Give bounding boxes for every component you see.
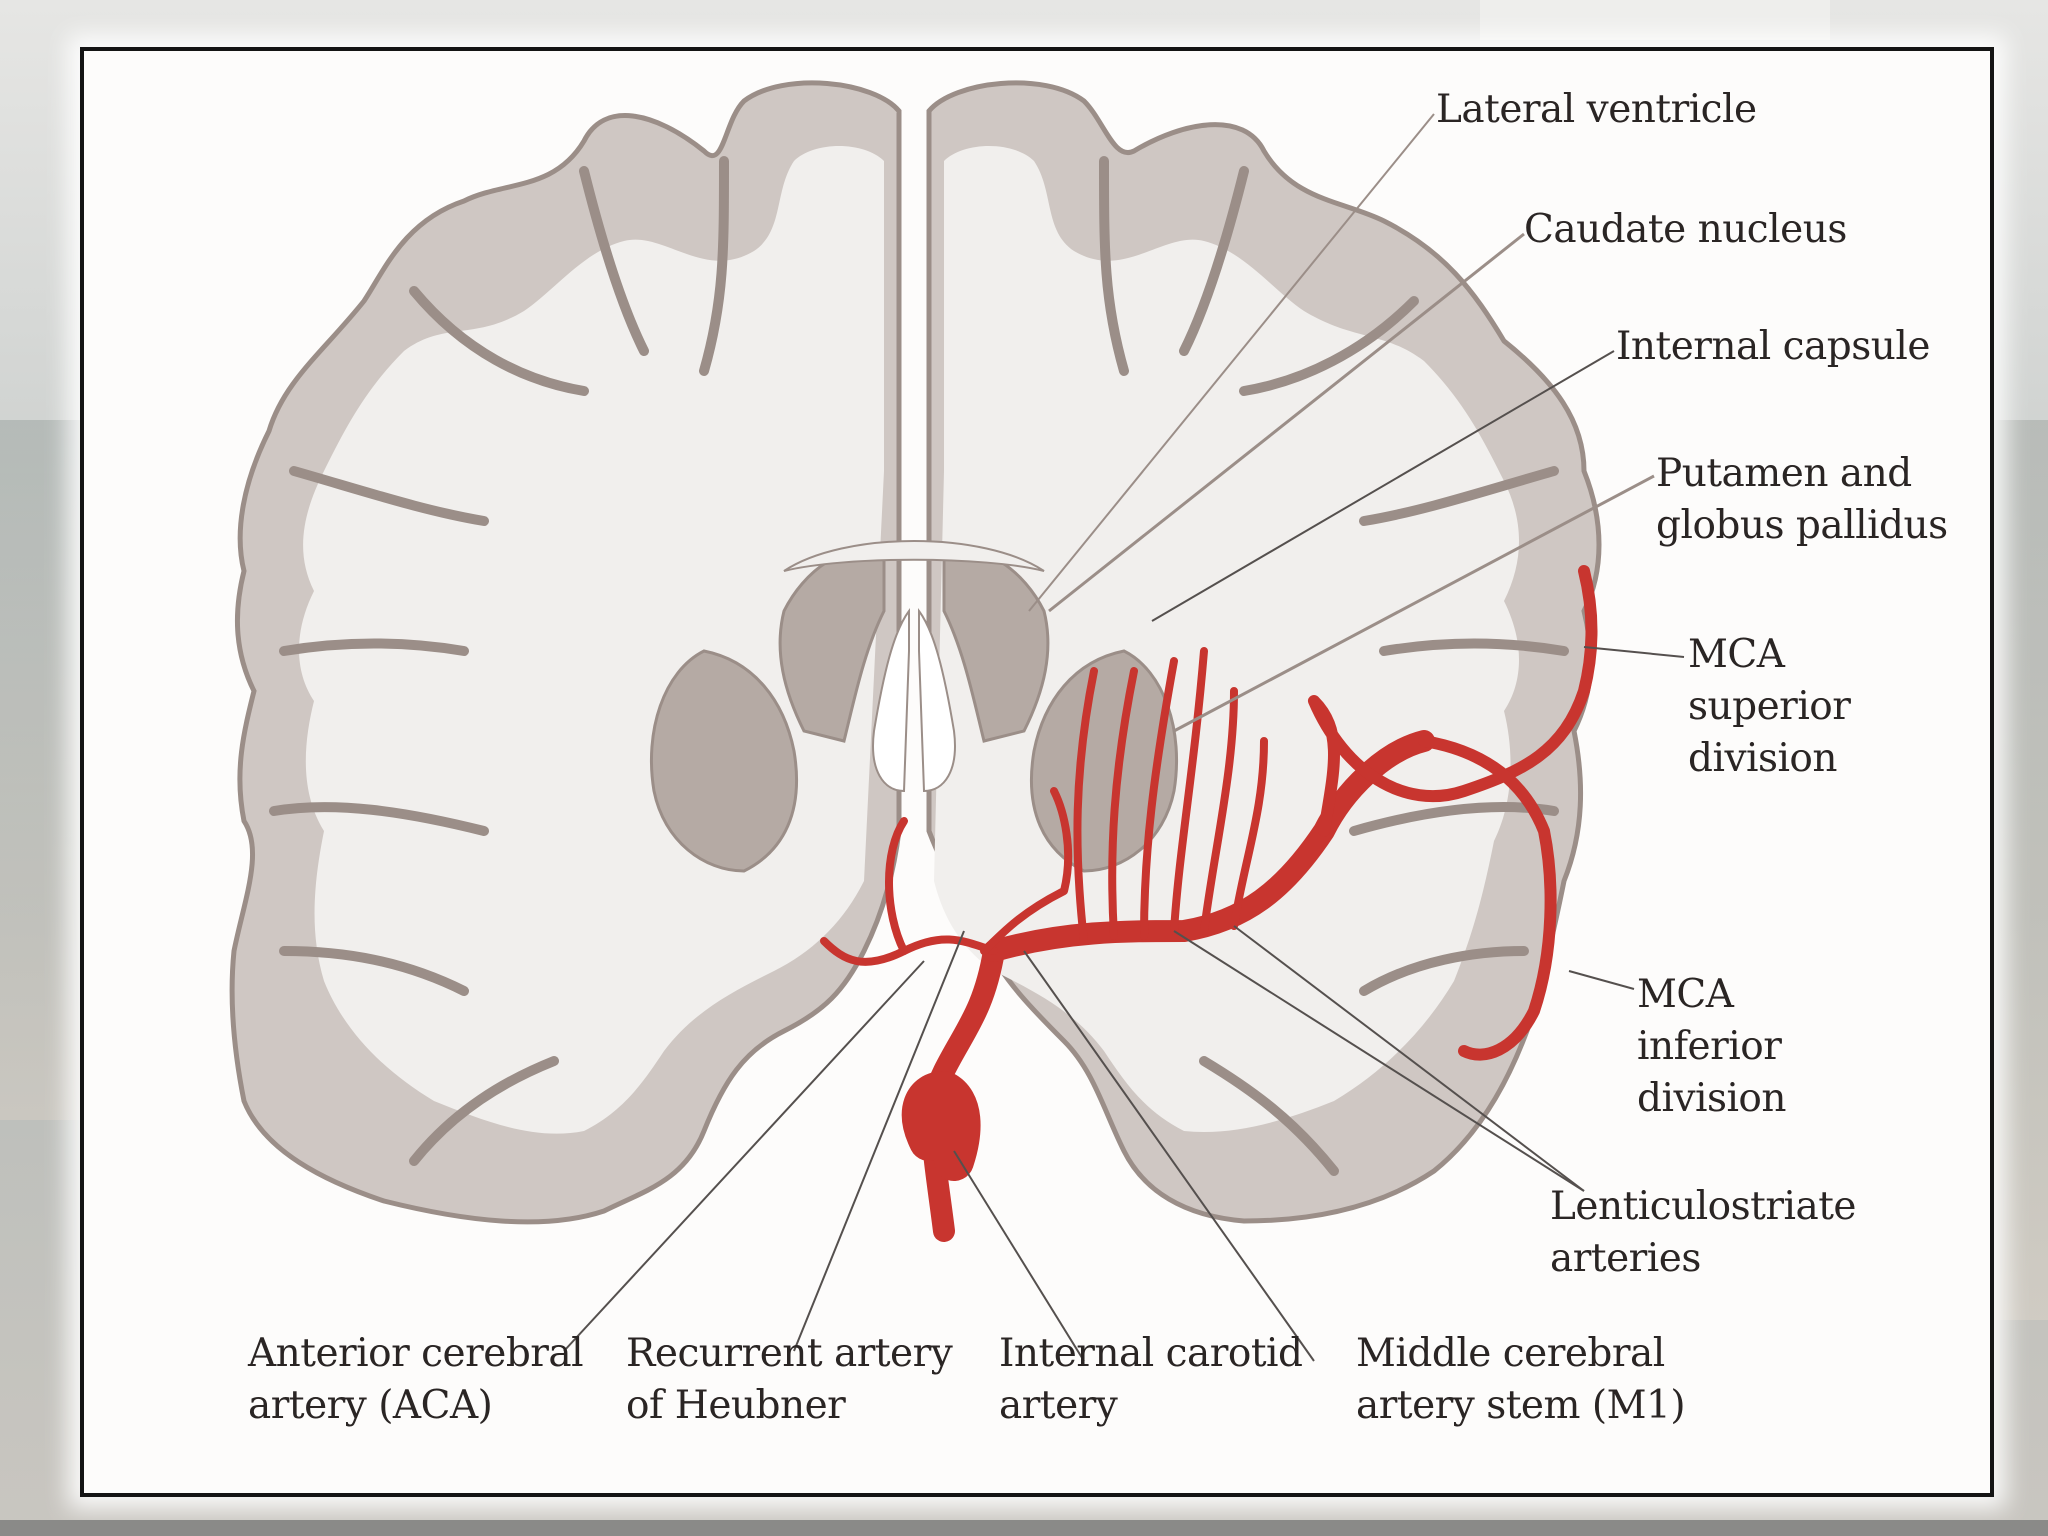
sulcus bbox=[1199, 1056, 1339, 1176]
background-decoration bbox=[1480, 0, 1830, 40]
corpus-callosum bbox=[783, 540, 1045, 572]
lenticulostriate-artery bbox=[1170, 647, 1208, 935]
sulcus bbox=[1179, 166, 1249, 356]
background-decoration bbox=[0, 420, 80, 1120]
lenticulostriate-artery bbox=[1200, 687, 1238, 935]
lenticulostriate-artery bbox=[1073, 667, 1098, 945]
label-middle-cerebral-artery-stem: Middle cerebral artery stem (M1) bbox=[1356, 1331, 1686, 1428]
label-lateral-ventricle: Lateral ventricle bbox=[1436, 87, 1757, 132]
leader-aca bbox=[563, 960, 925, 1352]
label-lenticulostriate-arteries: Lenticulostriate arteries bbox=[1550, 1184, 1856, 1281]
label-anterior-cerebral-artery: Anterior cerebral artery (ACA) bbox=[248, 1331, 584, 1428]
leader-internal-capsule bbox=[1151, 350, 1615, 622]
leader-lateral-ventricle bbox=[1028, 113, 1435, 612]
right-lateral-ventricle bbox=[918, 607, 956, 793]
middle-cerebral-artery-stem bbox=[983, 730, 1435, 962]
aca-branch bbox=[885, 817, 908, 955]
leader-lenticulostriate-b bbox=[1233, 925, 1585, 1192]
leader-m1 bbox=[1023, 950, 1315, 1362]
left-lateral-ventricle bbox=[872, 607, 910, 793]
leader-heubner bbox=[793, 930, 965, 1352]
label-internal-capsule: Internal capsule bbox=[1616, 324, 1930, 369]
label-caudate-nucleus: Caudate nucleus bbox=[1524, 207, 1847, 252]
sulcus bbox=[1239, 296, 1419, 396]
label-internal-carotid-artery: Internal carotid artery bbox=[999, 1331, 1303, 1428]
sulcus bbox=[409, 1056, 559, 1166]
right-putamen bbox=[1029, 649, 1179, 873]
label-mca-superior-division: MCA superior division bbox=[1688, 632, 1851, 781]
leader-lenticulostriate-a bbox=[1173, 930, 1585, 1192]
sulcus bbox=[279, 638, 469, 656]
sulcus bbox=[409, 286, 589, 396]
mca-superior-division bbox=[1308, 565, 1598, 837]
sulcus bbox=[579, 166, 649, 356]
sulcus bbox=[1359, 466, 1559, 526]
left-putamen bbox=[649, 649, 799, 873]
label-recurrent-artery-of-heubner: Recurrent artery of Heubner bbox=[626, 1331, 953, 1428]
leader-ica bbox=[953, 1150, 1085, 1362]
sulcus bbox=[1359, 946, 1529, 996]
background-decoration bbox=[1990, 420, 2048, 1320]
sulcus bbox=[279, 946, 469, 996]
leader-mca-superior bbox=[1583, 646, 1685, 658]
label-putamen-globus-pallidus: Putamen and globus pallidus bbox=[1656, 451, 1948, 548]
sulcus bbox=[1099, 156, 1129, 376]
leader-lines bbox=[563, 113, 1685, 1362]
left-white-matter bbox=[299, 146, 884, 1134]
leader-putamen bbox=[1173, 474, 1655, 733]
leader-caudate-nucleus bbox=[1048, 232, 1525, 613]
sulcus bbox=[269, 802, 489, 836]
lenticulostriate-artery bbox=[1140, 657, 1178, 940]
coronal-brain-diagram bbox=[229, 80, 1685, 1362]
leader-mca-inferior bbox=[1568, 970, 1635, 990]
lenticulostriate-artery bbox=[1230, 737, 1268, 930]
mca-inferior-division bbox=[1418, 735, 1557, 1061]
diagram-frame: Lateral ventricle Caudate nucleus Intern… bbox=[80, 47, 1994, 1497]
sulcus bbox=[699, 156, 729, 376]
sulcus bbox=[289, 466, 489, 526]
recurrent-artery-of-heubner bbox=[980, 787, 1073, 955]
sulcus bbox=[1379, 638, 1569, 656]
label-mca-inferior-division: MCA inferior division bbox=[1637, 972, 1787, 1121]
bottom-bar bbox=[0, 1520, 2048, 1536]
internal-carotid-bulge bbox=[901, 1071, 981, 1181]
lenticulostriate-artery bbox=[1108, 667, 1138, 940]
arteries bbox=[820, 565, 1598, 1242]
